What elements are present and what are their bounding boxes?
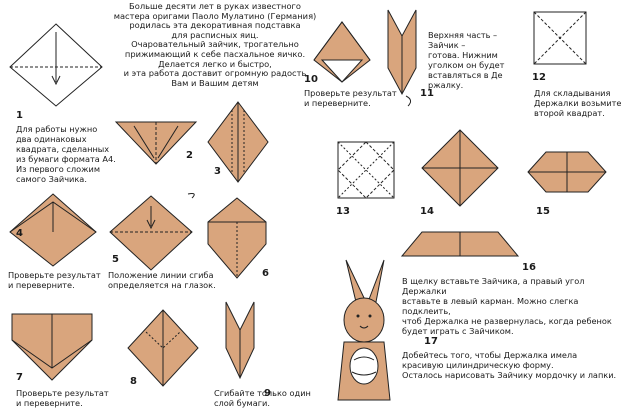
step-9-number: 9 bbox=[264, 388, 271, 399]
step-5-caption: Положение линии сгиба определяется на гл… bbox=[108, 270, 216, 290]
step-5-diagram bbox=[109, 193, 195, 271]
step-16-diagram bbox=[400, 231, 520, 257]
step-1-number: 1 bbox=[16, 110, 23, 121]
step-1-caption: Для работы нужно два одинаковых квадрата… bbox=[16, 124, 116, 184]
step-9-caption: Сгибайте только один слой бумаги. bbox=[214, 388, 311, 408]
step-7-diagram bbox=[11, 313, 93, 381]
step-9-diagram bbox=[225, 301, 255, 380]
step-10-number: 10 bbox=[304, 74, 318, 85]
step-17-caption: Добейтесь того, чтобы Держалка имела кра… bbox=[402, 350, 617, 380]
step-6-diagram bbox=[207, 197, 267, 279]
step-16-number: 16 bbox=[522, 262, 536, 273]
step-15-number: 15 bbox=[536, 206, 550, 217]
step-6-number: 6 bbox=[262, 268, 269, 279]
step-11-number: 11 bbox=[420, 88, 434, 99]
step-17-bunny-illustration bbox=[337, 259, 391, 401]
step-16-caption: В щелку вставьте Зайчика, а правый угол … bbox=[402, 276, 612, 336]
step-12-number: 12 bbox=[532, 72, 546, 83]
intro-text: Больше десяти лет в руках известного мас… bbox=[113, 1, 317, 88]
step-5-number: 5 bbox=[112, 254, 119, 265]
step-2-diagram bbox=[114, 121, 198, 165]
step-14-number: 14 bbox=[420, 206, 434, 217]
step-12-diagram bbox=[533, 11, 587, 65]
step-17-number: 17 bbox=[424, 336, 438, 347]
step-7-number: 7 bbox=[16, 372, 23, 383]
step-3-number: 3 bbox=[214, 166, 221, 177]
step-8-diagram bbox=[127, 309, 199, 387]
step-11-caption: Верхняя часть – Зайчик – готова. Нижним … bbox=[428, 30, 505, 90]
step-12-caption: Для складывания Держалки возьмите второй… bbox=[534, 88, 622, 118]
step-8-number: 8 bbox=[130, 376, 137, 387]
step-11-diagram bbox=[387, 9, 417, 107]
step-10-caption: Проверьте результат и переверните. bbox=[304, 88, 397, 108]
step-10-diagram bbox=[313, 21, 371, 83]
step-3-diagram bbox=[207, 101, 269, 183]
step-14-diagram bbox=[421, 129, 499, 207]
step-4-number: 4 bbox=[16, 228, 23, 239]
step-15-diagram bbox=[527, 151, 607, 193]
step-1-diagram bbox=[9, 23, 103, 107]
step-13-number: 13 bbox=[336, 206, 350, 217]
step-13-diagram bbox=[337, 141, 395, 199]
step-2-number: 2 bbox=[186, 150, 193, 161]
step-4-caption: Проверьте результат и переверните. bbox=[8, 270, 101, 290]
step-4-diagram bbox=[9, 193, 97, 267]
step-7-caption: Проверьте результат и переверните. bbox=[16, 388, 109, 408]
